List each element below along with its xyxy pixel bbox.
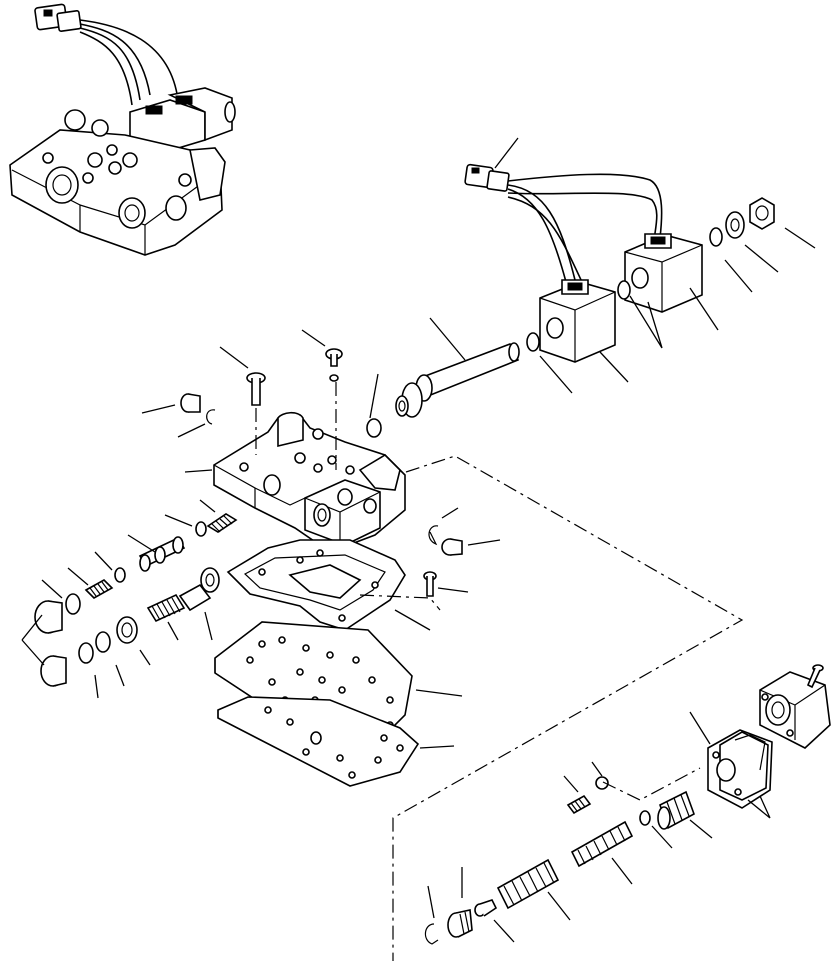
end-cover [760, 672, 830, 748]
harness-wires [508, 174, 662, 282]
right-snap-ring [429, 526, 438, 544]
inset-solenoids [130, 88, 235, 152]
spool [140, 537, 184, 571]
assembled-valve-inset [10, 4, 235, 255]
pin [475, 900, 496, 916]
plate-gasket [218, 697, 418, 786]
nut [750, 198, 774, 229]
small-spring [568, 796, 590, 813]
cover-bolt [808, 665, 823, 687]
solenoid-coil-left [540, 280, 615, 362]
o-rings [66, 594, 110, 663]
retainer [448, 910, 472, 937]
large-spring [498, 860, 558, 908]
stem-tube [396, 343, 519, 417]
plugs [35, 601, 137, 686]
coil-o-rings [527, 228, 722, 351]
springs [86, 514, 236, 621]
small-bolt [424, 572, 436, 596]
cover-gasket [708, 730, 772, 808]
inset-valve-body [10, 110, 225, 255]
washer [726, 212, 744, 238]
right-plug [442, 539, 462, 555]
long-spring [572, 822, 632, 866]
alignment-lines [256, 382, 742, 961]
valve-body [214, 413, 405, 552]
inset-harness-wires [80, 20, 178, 105]
stem-o-ring [367, 419, 381, 437]
left-plug [181, 394, 200, 412]
spring-upper [208, 514, 236, 532]
snap-ring [207, 410, 215, 424]
lower-snap-ring [425, 924, 438, 944]
spring-mid [86, 580, 112, 598]
connector-plug [465, 164, 509, 191]
separator-gasket [228, 540, 405, 630]
spring-cup [658, 792, 694, 829]
plunger [180, 568, 219, 610]
solenoid-coil-right [625, 234, 702, 312]
leader-lines [22, 138, 815, 942]
spring-lower [148, 595, 184, 621]
lower-springs [425, 777, 694, 944]
inset-connector-plug [35, 4, 82, 31]
bolts [247, 349, 342, 405]
